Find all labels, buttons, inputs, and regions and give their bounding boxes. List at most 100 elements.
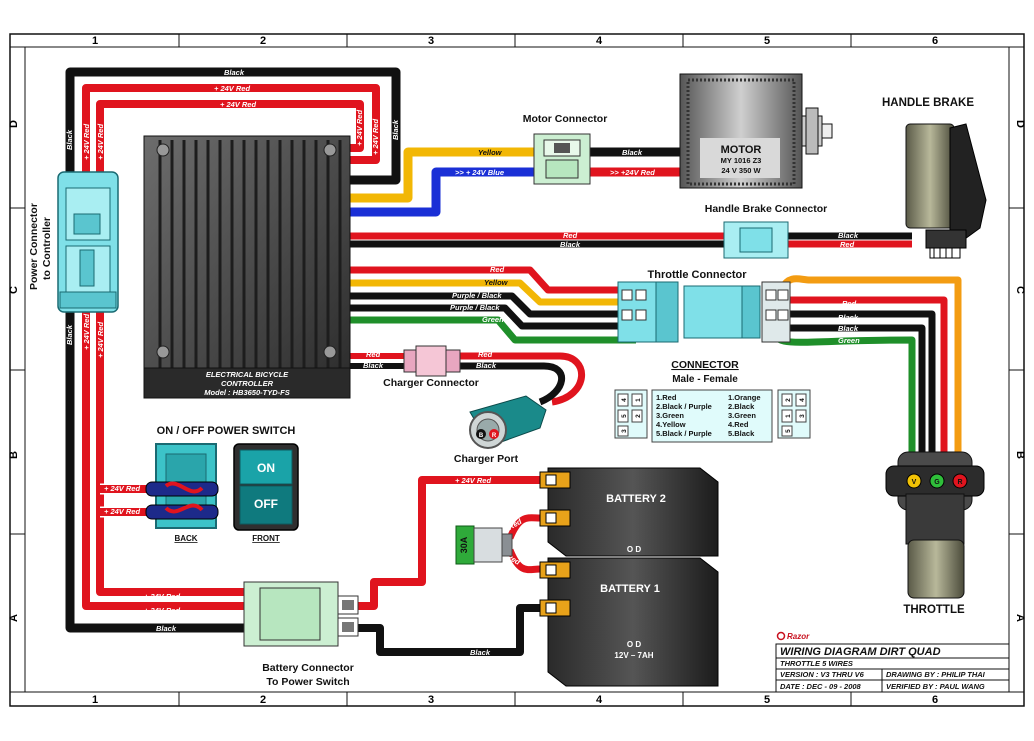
wire-label-black-motor: Black (622, 148, 643, 157)
row-label-b-right: B (1014, 451, 1026, 459)
wire-black-throttle-r2 (790, 324, 926, 452)
onoff-switch-back (145, 443, 219, 529)
throttle-connector-label: Throttle Connector (648, 269, 748, 281)
switch-front-label: FRONT (252, 534, 280, 543)
wire-red-left-2 (96, 302, 250, 596)
on-label: ON (257, 461, 275, 475)
throttle-connector (617, 281, 791, 343)
power-connector-label-2: to Controller (41, 217, 53, 280)
wire-label-red-motor: >> +24V Red (610, 168, 655, 177)
row-label-d-right: D (1014, 120, 1026, 128)
battery-2 (539, 467, 719, 557)
wire-label-red-chg-r: Red (478, 350, 493, 359)
throttle-r: R (957, 479, 962, 486)
col-label-6-bottom: 6 (932, 694, 938, 706)
throttle-label: THROTTLE (903, 604, 965, 616)
wire-black-throttle-r1 (790, 310, 936, 452)
fuse (455, 525, 513, 565)
charger-port-r: R (492, 433, 497, 439)
battery-connector (243, 581, 359, 647)
wire-label-red-brake-r: Red (840, 240, 855, 249)
female-pin-1: 1.Orange (728, 393, 761, 402)
female-pin-4: 4.Red (728, 420, 749, 429)
wire-label-red-v2: + 24V Red (96, 124, 105, 160)
row-label-a-right: A (1014, 614, 1026, 622)
row-label-c: C (8, 286, 20, 294)
wire-label-black-brake-r: Black (838, 231, 859, 240)
col-label-5-bottom: 5 (764, 694, 770, 706)
power-connector (57, 171, 119, 313)
wire-black-left (65, 302, 250, 633)
title-block-drawing-by: DRAWING BY : PHILIP THAI (886, 670, 986, 679)
power-connector-label: Power Connector (28, 203, 40, 290)
onoff-switch-label: ON / OFF POWER SWITCH (157, 425, 296, 437)
wire-label-black-v3: Black (65, 324, 74, 345)
motor-connector (533, 133, 591, 185)
grid-column-labels-bottom: 1 2 3 4 5 6 (92, 694, 938, 706)
wire-label-red-sw1: + 24V Red (104, 484, 140, 493)
wire-red-battery (350, 476, 540, 610)
wire-labels: Black + 24V Red + 24V Red Black + 24V Re… (65, 68, 864, 657)
title-block (775, 631, 1010, 693)
battery-1-label: BATTERY 1 (600, 583, 660, 595)
wire-red-fuse-1 (506, 514, 541, 540)
on-button[interactable] (239, 449, 293, 485)
handle-brake (905, 123, 987, 259)
col-label-6: 6 (932, 35, 938, 47)
title-block-version: VERSION : V3 THRU V6 (780, 670, 865, 679)
charger-port (469, 395, 547, 449)
battery-connector-label: Battery Connector (262, 662, 354, 674)
col-label-2-bottom: 2 (260, 694, 266, 706)
wire-red-left-1 (82, 302, 250, 610)
onoff-switch-front[interactable] (233, 443, 299, 531)
throttle (885, 451, 985, 599)
connector-pin-table: 4 5 1 2 3 4 3 2 1 5 1.Red 2.Black / Purp… (614, 389, 811, 443)
wire-label-red-v5: + 24V Red (82, 314, 91, 350)
row-label-a: A (8, 614, 20, 622)
pin-right-5: 5 (785, 429, 792, 433)
wire-label-red-top-1: + 24V Red (214, 84, 250, 93)
col-label-2: 2 (260, 35, 266, 47)
wire-label-green-thr-r: Green (838, 336, 860, 345)
wire-red-throttle (350, 266, 618, 294)
wire-red-charger-port (460, 352, 586, 406)
pin-left-4: 2 (635, 414, 642, 418)
brand-logo: Razor (787, 632, 810, 641)
grid-column-dividers (10, 34, 1024, 706)
wire-red-top-2 (96, 100, 364, 178)
wire-label-black-top: Black (224, 68, 245, 77)
wire-label-green-thr: Green (482, 315, 504, 324)
wire-label-black-thr-r2: Black (838, 324, 859, 333)
battery-2-od: O D (627, 545, 641, 554)
wire-yellow-motor (350, 147, 534, 203)
pin-left-3: 1 (635, 398, 642, 402)
wire-label-black-thr-r1: Black (838, 313, 859, 322)
male-pin-3: 3.Green (656, 411, 684, 420)
wire-label-black-chg-r: Black (476, 361, 497, 370)
off-button[interactable] (239, 485, 293, 525)
male-pin-2: 2.Black / Purple (656, 402, 712, 411)
switch-back-label: BACK (174, 534, 197, 543)
female-pin-3: 3.Green (728, 411, 756, 420)
handle-brake-label: HANDLE BRAKE (882, 97, 974, 109)
wire-label-red-thr: Red (490, 265, 505, 274)
charger-connector-label: Charger Connector (383, 377, 479, 389)
handle-brake-connector-label: Handle Brake Connector (705, 203, 828, 215)
title-block-date: DATE : DEC - 09 - 2008 (780, 682, 862, 691)
wire-label-red-v6: + 24V Red (96, 322, 105, 358)
motor-title: MOTOR (721, 144, 762, 156)
wire-label-red-top-2: + 24V Red (220, 100, 256, 109)
wire-label-red-bc2: + 24V Red (144, 606, 180, 615)
col-label-5: 5 (764, 35, 770, 47)
wire-label-yellow-thr: Yellow (484, 278, 509, 287)
wire-label-red-brake: Red (563, 231, 578, 240)
row-label-d: D (8, 120, 20, 128)
col-label-4: 4 (596, 35, 603, 47)
controller-label-3: Model : HB3650-TYD-FS (204, 388, 289, 397)
female-pin-5: 5.Black (728, 429, 755, 438)
male-pin-1: 1.Red (656, 393, 677, 402)
col-label-3: 3 (428, 35, 434, 47)
wire-label-pb-2: Purple / Black (450, 303, 500, 312)
